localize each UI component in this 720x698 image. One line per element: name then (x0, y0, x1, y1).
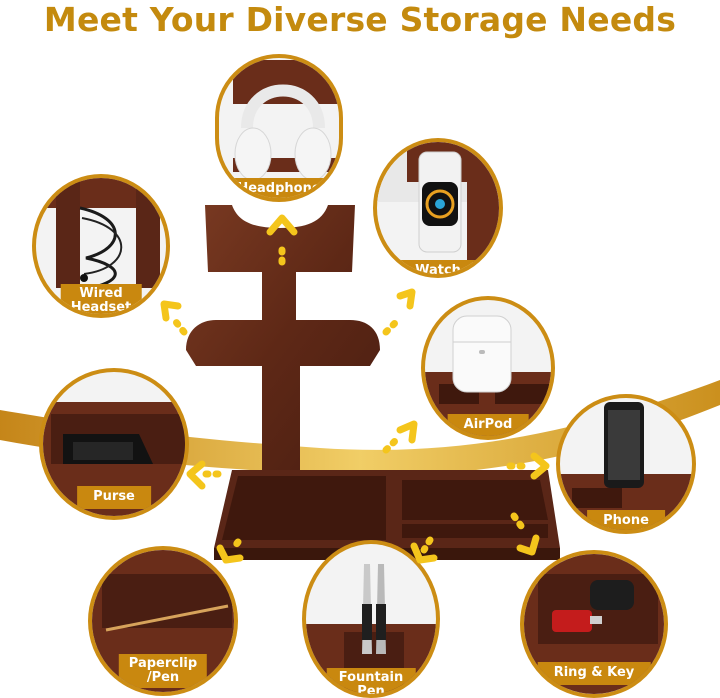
feature-headphone: Headphone (215, 54, 343, 202)
feature-phone: Phone (556, 394, 696, 534)
watch-icon (377, 142, 499, 262)
feature-label-airpod: AirPod (447, 414, 529, 436)
ring-key-icon (524, 554, 664, 694)
feature-label-wired-headset: Wired Headset (60, 284, 142, 314)
feature-fountain-pen: Fountain Pen (302, 540, 440, 698)
feature-airpod: AirPod (421, 296, 555, 440)
feature-paperclip-pen: Paperclip /Pen (88, 546, 238, 696)
feature-label-watch: Watch (399, 260, 477, 274)
feature-label-headphone: Headphone (221, 178, 337, 198)
feature-label-paperclip-pen: Paperclip /Pen (118, 654, 208, 688)
feature-purse: Purse (39, 368, 189, 520)
feature-watch: Watch (373, 138, 503, 278)
feature-ring-key: Ring & Key (520, 550, 668, 698)
page-headline: Meet Your Diverse Storage Needs (43, 0, 677, 39)
wired-headset-icon (36, 178, 166, 292)
paperclip-pen-icon (92, 550, 234, 692)
feature-label-fountain-pen: Fountain Pen (326, 668, 416, 694)
feature-label-purse: Purse (77, 486, 151, 509)
feature-wired-headset: Wired Headset (32, 174, 170, 318)
feature-label-phone: Phone (587, 510, 665, 530)
feature-label-ring-key: Ring & Key (537, 662, 651, 685)
